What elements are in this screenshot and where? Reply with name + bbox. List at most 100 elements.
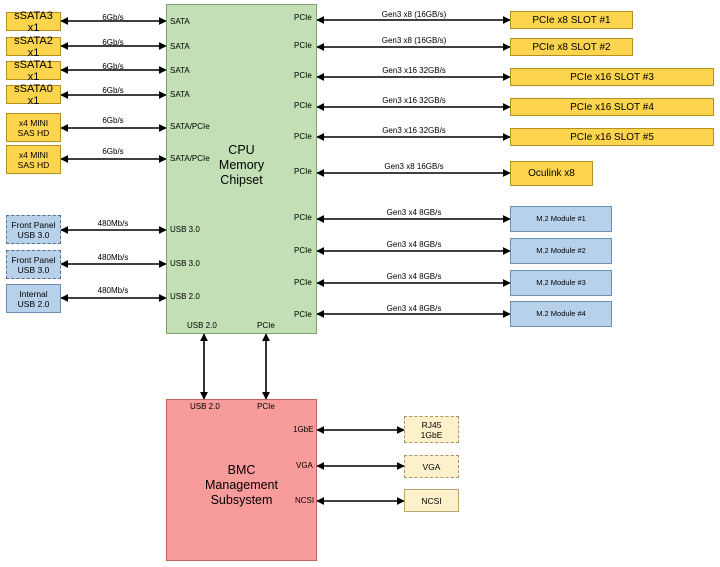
device-label: x4 MINI bbox=[18, 117, 49, 128]
device-label: USB 3.0 bbox=[17, 229, 50, 240]
cpu-port-pcie: PCIe bbox=[294, 278, 312, 287]
link-speed-label: Gen3 x8 (16GB/s) bbox=[381, 36, 447, 45]
link-speed-label: Gen3 x8 (16GB/s) bbox=[381, 10, 447, 19]
link-speed-label: 6Gb/s bbox=[102, 116, 124, 125]
cpu-port-pcie: PCIe bbox=[294, 71, 312, 80]
device-label: SAS HD bbox=[17, 127, 50, 138]
cpu-memory-chipset-block bbox=[166, 4, 317, 334]
pcie-x8-slot-2: PCIe x8 SLOT #2 bbox=[510, 38, 633, 56]
cpu-port-usb2-bottom: USB 2.0 bbox=[187, 321, 217, 330]
bmc-port-usb2: USB 2.0 bbox=[190, 402, 220, 411]
cpu-port-pcie: PCIe bbox=[294, 310, 312, 319]
device-label: Oculink x8 bbox=[528, 168, 575, 179]
link-speed-label: 6Gb/s bbox=[102, 13, 124, 22]
pcie-x16-slot-5: PCIe x16 SLOT #5 bbox=[510, 128, 714, 146]
device-label: RJ45 bbox=[421, 419, 442, 430]
cpu-port-sata: SATA bbox=[170, 17, 190, 26]
cpu-port-pcie: PCIe bbox=[294, 101, 312, 110]
link-speed-label: Gen3 x4 8GB/s bbox=[386, 240, 442, 249]
link-speed-label: Gen3 x16 32GB/s bbox=[382, 96, 446, 105]
bmc-port-pcie: PCIe bbox=[257, 402, 275, 411]
cpu-port-sata-pcie: SATA/PCIe bbox=[170, 122, 210, 131]
link-speed-label: 6Gb/s bbox=[102, 147, 124, 156]
link-speed-label: Gen3 x4 8GB/s bbox=[386, 272, 442, 281]
cpu-port-pcie: PCIe bbox=[294, 167, 312, 176]
device-ssata3: sSATA3 x1 bbox=[6, 9, 61, 34]
device-ssata1: sSATA1 x1 bbox=[6, 58, 61, 83]
device-label: M.2 Module #2 bbox=[536, 246, 586, 255]
link-speed-label: Gen3 x16 32GB/s bbox=[382, 126, 446, 135]
cpu-port-sata: SATA bbox=[170, 90, 190, 99]
m2-module-4: M.2 Module #4 bbox=[510, 301, 612, 327]
link-speed-label: Gen3 x4 8GB/s bbox=[386, 304, 442, 313]
bmc-port-vga: VGA bbox=[296, 461, 313, 470]
device-label: VGA bbox=[422, 461, 441, 472]
vga-port: VGA bbox=[404, 455, 459, 478]
device-label: M.2 Module #3 bbox=[536, 278, 586, 287]
device-label: SAS HD bbox=[17, 159, 50, 170]
link-speed-label: Gen3 x8 16GB/s bbox=[384, 162, 444, 171]
device-label: Front Panel bbox=[11, 254, 56, 265]
link-speed-label: 480Mb/s bbox=[97, 219, 129, 228]
device-label: USB 2.0 bbox=[17, 298, 50, 309]
cpu-port-pcie: PCIe bbox=[294, 132, 312, 141]
device-label: USB 3.0 bbox=[17, 264, 50, 275]
link-speed-label: 6Gb/s bbox=[102, 62, 124, 71]
device-label: sSATA3 x1 bbox=[14, 9, 53, 34]
device-front-panel-usb3: Front Panel USB 3.0 bbox=[6, 250, 61, 279]
bmc-title: BMC Management Subsystem bbox=[166, 463, 317, 508]
device-label: sSATA0 x1 bbox=[14, 82, 53, 107]
device-label: PCIe x8 SLOT #2 bbox=[532, 41, 611, 53]
cpu-title-line: Chipset bbox=[220, 173, 263, 187]
bmc-title-line: BMC bbox=[227, 463, 256, 477]
device-front-panel-usb3: Front Panel USB 3.0 bbox=[6, 215, 61, 244]
cpu-port-sata-pcie: SATA/PCIe bbox=[170, 154, 210, 163]
device-label: x4 MINI bbox=[18, 149, 49, 160]
pcie-x8-slot-1: PCIe x8 SLOT #1 bbox=[510, 11, 633, 29]
device-label: Front Panel bbox=[11, 219, 56, 230]
device-label: M.2 Module #1 bbox=[536, 214, 586, 223]
bmc-management-block bbox=[166, 399, 317, 561]
rj45-1gbe-port: RJ45 1GbE bbox=[404, 416, 459, 443]
m2-module-2: M.2 Module #2 bbox=[510, 238, 612, 264]
device-mini-sas-hd: x4 MINI SAS HD bbox=[6, 113, 61, 142]
link-speed-label: 6Gb/s bbox=[102, 86, 124, 95]
cpu-title-line: Memory bbox=[218, 158, 265, 172]
cpu-port-pcie: PCIe bbox=[294, 213, 312, 222]
device-label: NCSI bbox=[421, 495, 442, 506]
cpu-port-pcie: PCIe bbox=[294, 246, 312, 255]
cpu-port-pcie: PCIe bbox=[294, 13, 312, 22]
link-speed-label: 6Gb/s bbox=[102, 38, 124, 47]
device-label: sSATA2 x1 bbox=[14, 34, 53, 59]
device-label: M.2 Module #4 bbox=[536, 309, 586, 318]
cpu-port-pcie: PCIe bbox=[294, 41, 312, 50]
device-ssata0: sSATA0 x1 bbox=[6, 82, 61, 107]
device-label: 1GbE bbox=[420, 429, 443, 440]
cpu-port-usb3: USB 3.0 bbox=[170, 225, 200, 234]
m2-module-1: M.2 Module #1 bbox=[510, 206, 612, 232]
ncsi-port: NCSI bbox=[404, 489, 459, 512]
device-label: PCIe x8 SLOT #1 bbox=[532, 14, 611, 26]
bmc-port-ncsi: NCSI bbox=[295, 496, 315, 505]
device-mini-sas-hd: x4 MINI SAS HD bbox=[6, 145, 61, 174]
cpu-title: CPU Memory Chipset bbox=[166, 143, 317, 188]
pcie-x16-slot-3: PCIe x16 SLOT #3 bbox=[510, 68, 714, 86]
cpu-port-sata: SATA bbox=[170, 66, 190, 75]
device-label: PCIe x16 SLOT #3 bbox=[570, 71, 654, 83]
pcie-x16-slot-4: PCIe x16 SLOT #4 bbox=[510, 98, 714, 116]
cpu-port-usb2: USB 2.0 bbox=[170, 292, 200, 301]
bmc-port-1gbe: 1GbE bbox=[293, 425, 314, 434]
device-label: PCIe x16 SLOT #4 bbox=[570, 101, 654, 113]
link-speed-label: Gen3 x16 32GB/s bbox=[382, 66, 446, 75]
device-label: PCIe x16 SLOT #5 bbox=[570, 131, 654, 143]
device-label: sSATA1 x1 bbox=[14, 58, 53, 83]
cpu-port-usb3: USB 3.0 bbox=[170, 259, 200, 268]
device-internal-usb2: Internal USB 2.0 bbox=[6, 284, 61, 313]
bmc-title-line: Subsystem bbox=[210, 493, 273, 507]
device-label: Internal bbox=[19, 288, 48, 299]
link-speed-label: Gen3 x4 8GB/s bbox=[386, 208, 442, 217]
cpu-port-pcie-bottom: PCIe bbox=[257, 321, 275, 330]
oculink-x8: Oculink x8 bbox=[510, 161, 593, 186]
